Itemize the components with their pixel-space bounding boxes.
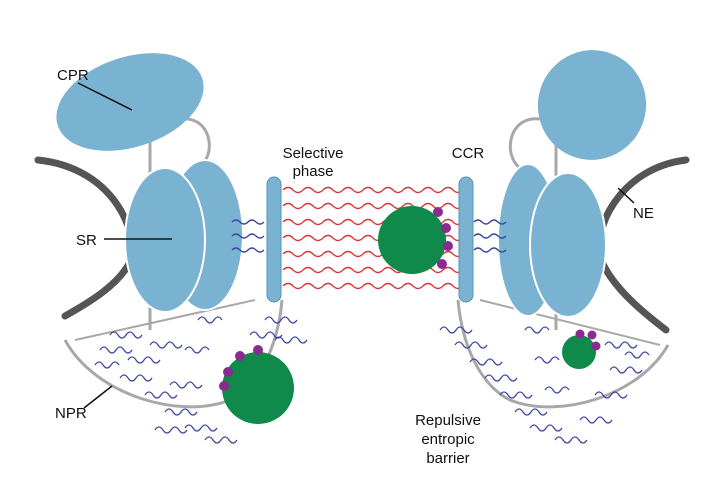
cpr-left — [56, 53, 204, 151]
receptor-center-3 — [443, 241, 453, 251]
npr-leader-line — [83, 385, 113, 409]
label-cpr: CPR — [57, 67, 89, 84]
label-ccr: CCR — [452, 145, 485, 162]
receptor-center-4 — [437, 259, 447, 269]
receptor-left-4 — [253, 345, 263, 355]
label-selective-line1: Selective — [283, 145, 344, 162]
label-sr: SR — [76, 232, 97, 249]
label-npr: NPR — [55, 405, 87, 422]
repulsive-fg-left — [94, 316, 308, 444]
ccr-left — [266, 176, 282, 303]
receptor-center-2 — [441, 223, 451, 233]
label-ne: NE — [633, 205, 654, 222]
receptor-left-1 — [219, 381, 229, 391]
cargo-left — [222, 352, 294, 424]
sr-left-front — [124, 167, 206, 313]
npr-outline-right — [456, 299, 670, 409]
label-repulsive-line1: Repulsive — [415, 412, 481, 429]
npr-outline-left — [63, 299, 284, 409]
label-repulsive-line3: barrier — [426, 450, 469, 467]
fg-links-left — [231, 219, 265, 253]
nuclear-envelope-right — [595, 156, 690, 334]
cpr-right — [537, 50, 647, 160]
repulsive-fg-right — [439, 326, 650, 444]
npr-inner-line-left — [74, 299, 256, 341]
receptor-center-1 — [433, 207, 443, 217]
label-repulsive-line2: entropic — [421, 431, 475, 448]
fg-links-right — [473, 219, 507, 253]
cpr-leader-line — [77, 82, 133, 111]
ne-leader-line — [617, 187, 635, 204]
label-selective-line2: phase — [293, 163, 334, 180]
ccr-right — [458, 176, 474, 303]
receptor-right-1 — [575, 329, 585, 339]
cargo-center — [378, 206, 446, 274]
npr-inner-line-right — [479, 299, 661, 346]
receptor-right-2 — [587, 330, 597, 340]
sr-right-front — [529, 172, 607, 318]
receptor-left-2 — [223, 367, 233, 377]
selective-fg-meshwork — [282, 186, 464, 290]
receptor-right-3 — [591, 341, 601, 351]
receptor-left-3 — [235, 351, 245, 361]
cargo-right — [562, 335, 596, 369]
